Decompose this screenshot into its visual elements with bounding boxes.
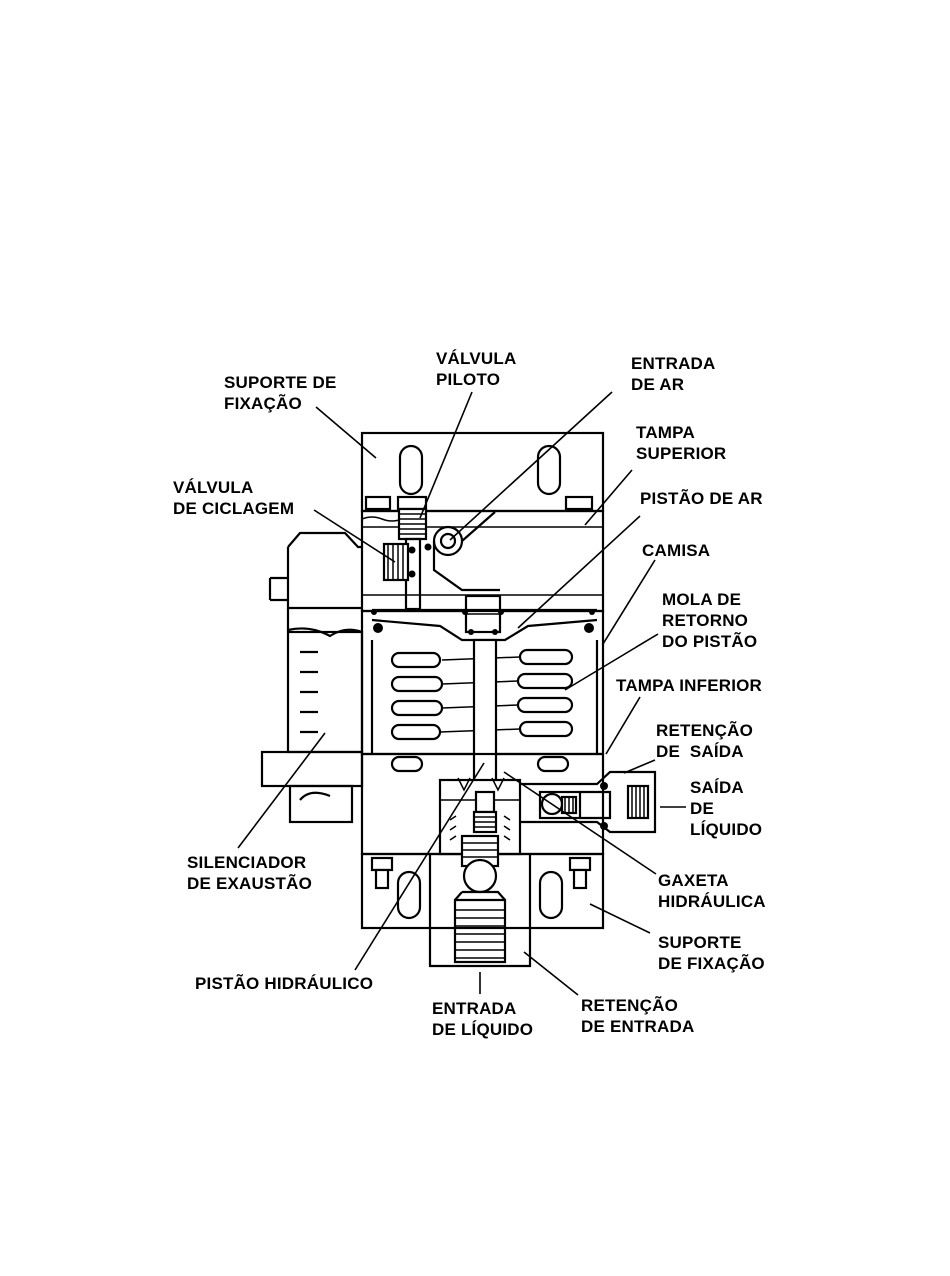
label-line: DE EXAUSTÃO bbox=[187, 873, 312, 894]
air-piston bbox=[371, 596, 597, 640]
label-line: SUPORTE DE bbox=[224, 372, 337, 393]
label-line: DE AR bbox=[631, 374, 716, 395]
label-line: CAMISA bbox=[642, 540, 710, 561]
label-line: SUPERIOR bbox=[636, 443, 726, 464]
label-line: MOLA DE bbox=[662, 589, 757, 610]
label-gaxeta: GAXETA HIDRÁULICA bbox=[658, 870, 766, 912]
label-retencao-saida: RETENÇÃO DE SAÍDA bbox=[656, 720, 753, 762]
label-line: PILOTO bbox=[436, 369, 516, 390]
cycling-valve bbox=[270, 533, 432, 608]
label-line: DE SAÍDA bbox=[656, 741, 753, 762]
label-entrada-ar: ENTRADA DE AR bbox=[631, 353, 716, 395]
label-line: DE ENTRADA bbox=[581, 1016, 694, 1037]
label-valvula-piloto: VÁLVULA PILOTO bbox=[436, 348, 516, 390]
label-suporte-fixacao-bottom: SUPORTE DE FIXAÇÃO bbox=[658, 932, 765, 974]
label-line: HIDRÁULICA bbox=[658, 891, 766, 912]
label-pistao-ar: PISTÃO DE AR bbox=[640, 488, 763, 509]
label-line: SAÍDA bbox=[690, 777, 762, 798]
label-line: DO PISTÃO bbox=[662, 631, 757, 652]
label-camisa: CAMISA bbox=[642, 540, 710, 561]
label-line: DE LÍQUIDO bbox=[432, 1019, 533, 1040]
label-suporte-fixacao-top: SUPORTE DE FIXAÇÃO bbox=[224, 372, 337, 414]
label-line: DE FIXAÇÃO bbox=[658, 953, 765, 974]
label-line: ENTRADA bbox=[631, 353, 716, 374]
label-mola-retorno: MOLA DE RETORNO DO PISTÃO bbox=[662, 589, 757, 652]
hydraulic-piston bbox=[462, 836, 498, 892]
label-line: PISTÃO DE AR bbox=[640, 488, 763, 509]
exhaust-muffler bbox=[262, 608, 362, 822]
label-line: GAXETA bbox=[658, 870, 766, 891]
label-line: DE CICLAGEM bbox=[173, 498, 294, 519]
outlet-check bbox=[520, 772, 655, 832]
label-saida-liquido: SAÍDA DE LÍQUIDO bbox=[690, 777, 762, 840]
label-pistao-hidraulico: PISTÃO HIDRÁULICO bbox=[195, 973, 373, 994]
label-line: VÁLVULA bbox=[436, 348, 516, 369]
label-line: SILENCIADOR bbox=[187, 852, 312, 873]
label-silenciador: SILENCIADOR DE EXAUSTÃO bbox=[187, 852, 312, 894]
label-entrada-liquido: ENTRADA DE LÍQUIDO bbox=[432, 998, 533, 1040]
label-line: FIXAÇÃO bbox=[224, 393, 337, 414]
label-line: SUPORTE bbox=[658, 932, 765, 953]
label-line: TAMPA INFERIOR bbox=[616, 675, 762, 696]
label-tampa-superior: TAMPA SUPERIOR bbox=[636, 422, 726, 464]
label-line: PISTÃO HIDRÁULICO bbox=[195, 973, 373, 994]
label-valvula-ciclagem: VÁLVULA DE CICLAGEM bbox=[173, 477, 294, 519]
label-tampa-inferior: TAMPA INFERIOR bbox=[616, 675, 762, 696]
label-line: VÁLVULA bbox=[173, 477, 294, 498]
label-line: DE bbox=[690, 798, 762, 819]
top-bolts bbox=[366, 497, 592, 509]
label-line: LÍQUIDO bbox=[690, 819, 762, 840]
label-line: RETENÇÃO bbox=[581, 995, 694, 1016]
label-line: RETORNO bbox=[662, 610, 757, 631]
label-retencao-entrada: RETENÇÃO DE ENTRADA bbox=[581, 995, 694, 1037]
label-line: RETENÇÃO bbox=[656, 720, 753, 741]
label-line: ENTRADA bbox=[432, 998, 533, 1019]
label-line: TAMPA bbox=[636, 422, 726, 443]
